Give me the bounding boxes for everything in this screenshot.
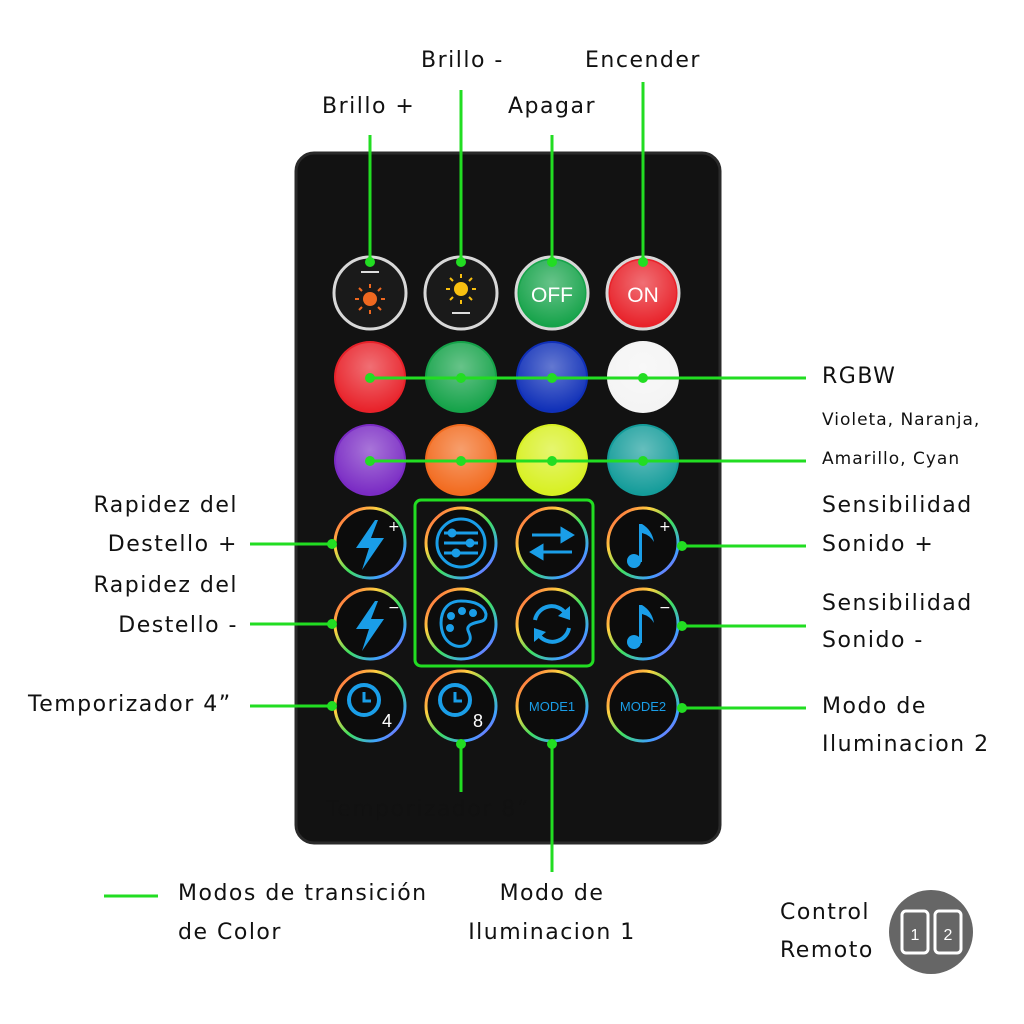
mode2-label: MODE2: [620, 699, 666, 714]
callout-lines: [104, 82, 806, 898]
label-temp8: Temporizador 8”: [326, 797, 530, 822]
timer-4-button[interactable]: 4: [333, 669, 407, 743]
remote-body: [294, 151, 722, 845]
remote-badge: 1 2: [889, 890, 973, 974]
plus-mark: +: [659, 519, 671, 535]
label-modo2-line1: Modo de: [822, 694, 927, 719]
label-sens-plus-line2: Sonido +: [822, 532, 935, 557]
music-note-icon: [627, 605, 654, 649]
label-brillo-plus: Brillo +: [322, 94, 416, 119]
sun-icon: [446, 274, 476, 304]
transition-modes-box: [413, 498, 595, 668]
sound-sensitivity-up-button[interactable]: +: [606, 506, 680, 580]
music-note-icon: [627, 524, 654, 568]
brightness-down-button[interactable]: [332, 255, 408, 331]
transition-mode-switch-button[interactable]: [515, 506, 589, 580]
clock-icon: [438, 683, 472, 717]
label-vnac-line2: Amarillo, Cyan: [822, 449, 961, 469]
timer-digit: 8: [473, 711, 483, 731]
label-remoto: Remoto: [780, 938, 874, 963]
legend-line1: Modos de transición: [178, 881, 428, 906]
label-rgbw: RGBW: [822, 364, 897, 389]
timer-digit: 4: [382, 711, 392, 731]
label-control: Control: [780, 900, 871, 925]
label-modo1-line2: Iluminacion 1: [468, 920, 636, 945]
minus-mark: −: [659, 600, 671, 616]
label-brillo-minus: Brillo -: [421, 48, 504, 73]
badge-digit-1: 1: [911, 927, 920, 944]
sound-sensitivity-down-button[interactable]: −: [606, 587, 680, 661]
label-rapidez-plus-line2: Destello +: [107, 532, 238, 557]
label-modo2-line2: Iluminacion 2: [822, 732, 990, 757]
lightning-icon: [356, 520, 384, 570]
brightness-up-button[interactable]: [423, 255, 499, 331]
plus-mark: +: [388, 519, 400, 535]
flash-speed-down-button[interactable]: −: [333, 587, 407, 661]
mode2-button[interactable]: MODE2: [606, 669, 680, 743]
lightning-icon: [356, 601, 384, 651]
label-vnac-line1: Violeta, Naranja,: [822, 410, 981, 430]
mode1-button[interactable]: MODE1: [515, 669, 589, 743]
minus-mark: −: [388, 600, 400, 616]
label-rapidez-plus-line1: Rapidez del: [93, 493, 238, 518]
arrows-icon: [529, 526, 575, 561]
off-button[interactable]: OFF: [514, 255, 590, 331]
badge-digit-2: 2: [944, 927, 953, 944]
label-encender: Encender: [585, 48, 701, 73]
sliders-icon: [435, 517, 487, 569]
label-temp4: Temporizador 4”: [28, 692, 232, 717]
legend-line2: de Color: [178, 920, 282, 945]
on-button[interactable]: ON: [605, 255, 681, 331]
label-sens-minus-line1: Sensibilidad: [822, 591, 973, 616]
transition-mode-cycle-button[interactable]: [515, 587, 589, 661]
refresh-icon: [533, 604, 571, 644]
off-label: OFF: [531, 284, 573, 307]
transition-mode-sliders-button[interactable]: [424, 506, 498, 580]
label-modo1-line1: Modo de: [499, 881, 605, 906]
label-sens-plus-line1: Sensibilidad: [822, 493, 973, 518]
on-label: ON: [627, 284, 659, 307]
mode1-label: MODE1: [529, 699, 575, 714]
clock-icon: [347, 683, 381, 717]
transition-mode-palette-button[interactable]: [424, 587, 498, 661]
timer-8-button[interactable]: 8: [424, 669, 498, 743]
label-apagar: Apagar: [508, 94, 596, 119]
label-rapidez-minus-line1: Rapidez del: [93, 573, 238, 598]
palette-icon: [439, 599, 488, 648]
sun-icon: [355, 284, 385, 314]
label-rapidez-minus-line2: Destello -: [118, 613, 238, 638]
flash-speed-up-button[interactable]: +: [333, 506, 407, 580]
label-sens-minus-line2: Sonido -: [822, 628, 924, 653]
